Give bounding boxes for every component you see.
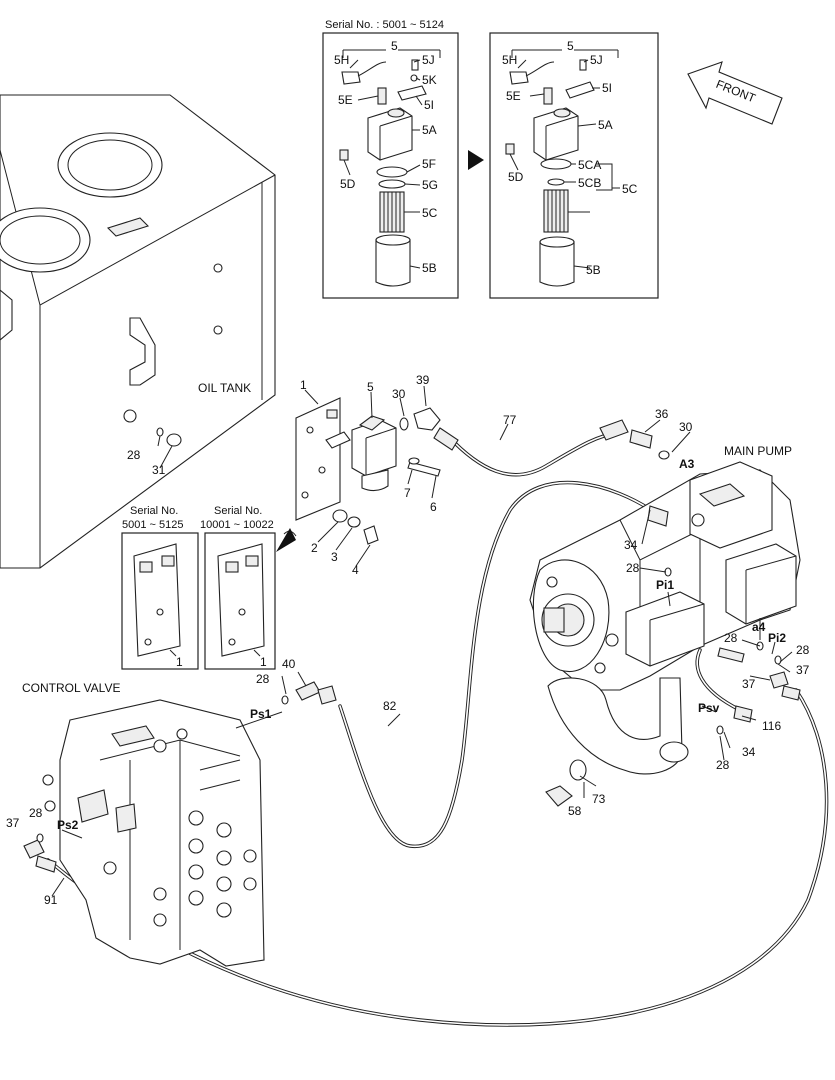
control-valve-label: CONTROL VALVE: [22, 681, 120, 695]
callout-82: 82: [383, 699, 397, 713]
callout-4: 4: [352, 563, 359, 577]
inset-left-label-5D: 5D: [340, 177, 356, 191]
callout-5: 5: [367, 380, 374, 394]
callout-73: 73: [592, 792, 606, 806]
control-valve-drawing: [42, 699, 283, 967]
inset-right-label-5H: 5H: [502, 53, 517, 67]
oil-tank-label: OIL TANK: [198, 381, 251, 395]
callout-34b: 34: [742, 745, 756, 759]
callout-3: 3: [331, 550, 338, 564]
hoses: [23, 419, 829, 1027]
inset-right-label-5I: 5I: [602, 81, 612, 95]
inset-right-label-5CB: 5CB: [578, 176, 601, 190]
inset-right-title: 5: [567, 39, 574, 53]
callout-28e: 28: [716, 758, 730, 772]
serial-box-left-part: 1: [176, 655, 183, 669]
main-pump-label: MAIN PUMP: [724, 444, 792, 458]
serial-box-right-line1: Serial No.: [214, 505, 262, 517]
callout-28d: 28: [796, 643, 810, 657]
callout-40: 40: [282, 657, 296, 671]
inset-left-label-5K: 5K: [422, 73, 437, 87]
inset-right-label-5E: 5E: [506, 89, 521, 103]
serial-box-right: 1: [204, 532, 276, 670]
serial-box-left-line1: Serial No.: [130, 505, 178, 517]
callout-28g: 28: [29, 806, 43, 820]
callout-Pi2: Pi2: [768, 631, 786, 645]
callout-91: 91: [44, 893, 58, 907]
callout-37b: 37: [742, 677, 756, 691]
inset-right-label-5J: 5J: [590, 53, 603, 67]
callout-Ps1: Ps1: [250, 707, 272, 721]
filter-assembly: [123, 385, 691, 567]
inset-left-label-5J: 5J: [422, 53, 435, 67]
inset-right-label-5D: 5D: [508, 170, 524, 184]
callout-58: 58: [568, 804, 582, 818]
inset-left-label-5I: 5I: [424, 98, 434, 112]
callout-36: 36: [655, 407, 669, 421]
callout-Pi1: Pi1: [656, 578, 674, 592]
callout-28b: 28: [626, 561, 640, 575]
callouts: 1 5 30 39 77 36 30 A3 28 31 7 6 2 3 4 34…: [6, 373, 810, 907]
inset-left-label-5C: 5C: [422, 206, 438, 220]
inset-right-label-5B: 5B: [586, 263, 601, 277]
callout-37c: 37: [6, 816, 20, 830]
serial-box-right-part: 1: [260, 655, 267, 669]
callout-6: 6: [430, 500, 437, 514]
callout-77: 77: [503, 413, 517, 427]
serial-box-left-line2: 5001 ~ 5125: [122, 519, 183, 531]
arrow-right-icon: [468, 150, 484, 170]
callout-28c: 28: [724, 631, 738, 645]
inset-left-label-5E: 5E: [338, 93, 353, 107]
pointer-arrow-icon: [276, 528, 296, 552]
callout-a4: a4: [752, 620, 766, 634]
inset-left-label-5H: 5H: [334, 53, 349, 67]
inset-right-label-5CA: 5CA: [578, 158, 601, 172]
callout-39: 39: [416, 373, 430, 387]
inset-left-label-5F: 5F: [422, 157, 436, 171]
callout-30b: 30: [679, 420, 693, 434]
callout-30a: 30: [392, 387, 406, 401]
inset-left-label-5G: 5G: [422, 178, 438, 192]
callout-28f: 28: [256, 672, 270, 686]
callout-28a: 28: [127, 448, 141, 462]
callout-Ps2: Ps2: [57, 818, 79, 832]
serial-top-label: Serial No. : 5001 ~ 5124: [325, 19, 444, 31]
callout-1: 1: [300, 378, 307, 392]
serial-box-right-line2: 10001 ~ 10022: [200, 519, 274, 531]
callout-2: 2: [311, 541, 318, 555]
inset-left-label-5A: 5A: [422, 123, 437, 137]
callout-31: 31: [152, 463, 166, 477]
inset-left-label-5B: 5B: [422, 261, 437, 275]
main-pump-drawing: [529, 461, 801, 807]
callout-37a: 37: [796, 663, 810, 677]
inset-right-label-5A: 5A: [598, 118, 613, 132]
inset-left: 5 5H 5J 5K 5E 5I 5A 5F: [322, 32, 459, 299]
callout-7: 7: [404, 486, 411, 500]
callout-116: 116: [762, 719, 781, 733]
inset-left-title: 5: [391, 39, 398, 53]
callout-A3: A3: [679, 457, 695, 471]
inset-right: 5 5H 5J 5E 5I 5A 5CA 5CB 5C 5D 5B: [489, 32, 659, 299]
callout-Psv: Psv: [698, 701, 720, 715]
front-arrow: FRONT: [687, 61, 783, 125]
serial-box-left: 1: [121, 532, 199, 670]
inset-right-label-5C: 5C: [622, 182, 638, 196]
callout-34a: 34: [624, 538, 638, 552]
oil-tank-drawing: [0, 94, 276, 569]
